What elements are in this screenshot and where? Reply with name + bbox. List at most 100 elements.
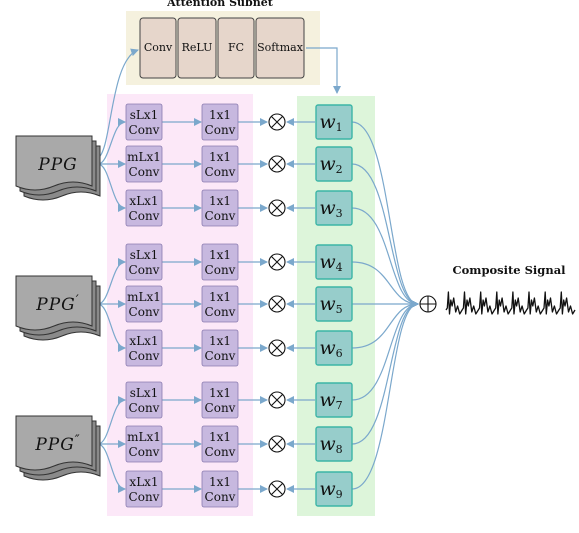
conv-block-label: 1x1 [209,386,231,400]
conv-block-label: sLx1 [130,386,159,400]
conv-block-multiscale [125,189,163,227]
weight-subscript: 9 [336,488,343,501]
ppg-input-label: PPG″ [34,433,80,455]
conv-block-label: xLx1 [129,194,158,208]
conv-block-label: 1x1 [209,430,231,444]
conv-block-label: 1x1 [209,475,231,489]
weight-block [315,382,353,418]
conv-block-label: Conv [205,490,236,504]
conv-block-label: mLx1 [127,290,161,304]
arrow-input-to-conv [97,258,126,305]
ppg-prime-mark: ″ [75,433,81,448]
conv-block-label: Conv [129,165,160,179]
conv-block-1x1 [201,189,239,227]
conv-block-label: Conv [129,123,160,137]
attention-block-label: Conv [144,41,173,54]
arrow-ppg-to-attention [97,48,139,159]
composite-signal-waveform [445,291,576,315]
weight-block [315,146,353,182]
multiply-symbol [271,438,283,450]
conv-block-multiscale [125,425,163,463]
arrow-weight-to-sum [351,300,419,490]
ppg-input-document [15,415,93,471]
conv-block-label: Conv [205,263,236,277]
sum-symbol [420,296,436,312]
weight-block [315,244,353,280]
weight-block [315,104,353,140]
arrow-weight-to-sum [351,300,419,349]
weight-block [315,426,353,462]
attention-subnet-title: Attention Subnet [166,0,274,9]
conv-block-label: 1x1 [209,150,231,164]
attention-block-softmax [255,17,305,79]
multiply-symbol [271,394,283,406]
arrow-weight-to-sum [351,300,419,445]
ppg-input-label: PPG′ [35,293,79,315]
conv-block-label: Conv [129,305,160,319]
conv-block-multiscale [125,381,163,419]
attention-block-conv [139,17,177,79]
multiply-symbol [271,256,283,268]
conv-block-1x1 [201,381,239,419]
multiply-symbol [271,116,283,128]
weight-subscript: 2 [336,163,343,176]
weight-block [315,286,353,322]
attention-block-label: Softmax [257,41,304,54]
weight-subscript: 1 [336,121,343,134]
conv-block-label: mLx1 [127,430,161,444]
attention-block-fc [217,17,255,79]
weight-block [315,190,353,226]
ppg-input-label: PPG [37,155,77,175]
conv-block-label: 1x1 [209,248,231,262]
conv-block-label: Conv [205,123,236,137]
conv-block-1x1 [201,425,239,463]
multiply-symbol [271,298,283,310]
conv-block-label: Conv [205,209,236,223]
conv-block-label: sLx1 [130,248,159,262]
arrow-input-to-conv [97,118,126,165]
weight-subscript: 6 [336,347,343,360]
conv-block-1x1 [201,243,239,281]
conv-block-label: Conv [129,209,160,223]
conv-block-label: 1x1 [209,334,231,348]
arrow-input-to-conv [97,396,126,445]
conv-block-label: xLx1 [129,334,158,348]
multiply-symbol [271,342,283,354]
attention-block-relu [177,17,217,79]
conv-block-1x1 [201,145,239,183]
conv-block-label: 1x1 [209,194,231,208]
conv-block-label: mLx1 [127,150,161,164]
arrow-weight-to-sum [351,163,419,308]
arrow-weight-to-sum [351,261,419,308]
conv-block-label: Conv [205,445,236,459]
conv-block-1x1 [201,470,239,508]
attention-block-label: ReLU [182,41,213,54]
conv-block-multiscale [125,243,163,281]
conv-block-1x1 [201,285,239,323]
conv-block-label: Conv [205,165,236,179]
conv-block-label: Conv [205,349,236,363]
conv-block-multiscale [125,145,163,183]
weight-block [315,330,353,366]
arrow-input-to-conv [97,443,126,493]
conv-block-multiscale [125,103,163,141]
weight-subscript: 4 [336,261,343,274]
ppg-prime-mark: ′ [76,293,80,308]
conv-block-label: Conv [129,401,160,415]
conv-block-1x1 [201,329,239,367]
conv-block-multiscale [125,285,163,323]
weight-block [315,471,353,507]
conv-block-multiscale [125,470,163,508]
multiply-symbol [271,202,283,214]
weight-subscript: 8 [336,443,343,456]
conv-block-label: sLx1 [130,108,159,122]
conv-block-multiscale [125,329,163,367]
conv-block-1x1 [201,103,239,141]
arrow-input-to-conv [97,303,126,352]
conv-block-label: Conv [129,490,160,504]
multiply-symbol [271,158,283,170]
conv-block-label: Conv [129,445,160,459]
ppg-input-document [15,135,93,191]
arrow-weight-to-sum [351,121,419,308]
